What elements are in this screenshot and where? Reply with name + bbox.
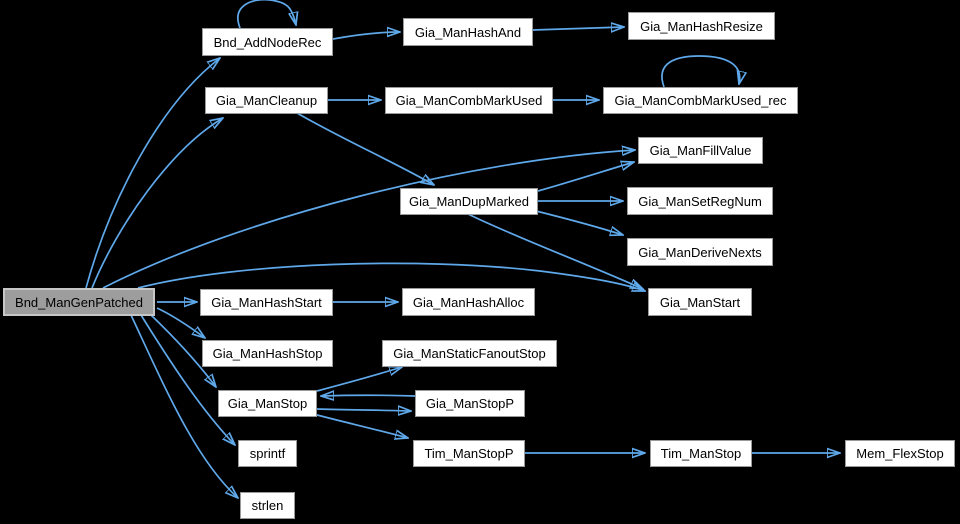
node-tim-manstopp[interactable]: Tim_ManStopP [413,440,525,467]
node-gia-mancombmarkused[interactable]: Gia_ManCombMarkUsed [385,87,553,114]
edge-bnd-mangenpatched-to-gia-manfillvalue [102,150,635,289]
edge-bnd-mangenpatched-to-gia-manstop [150,314,216,387]
node-gia-manderivenexts[interactable]: Gia_ManDeriveNexts [627,238,773,266]
node-strlen[interactable]: strlen [240,492,295,519]
node-gia-manhashstart[interactable]: Gia_ManHashStart [200,289,333,316]
edge-bnd-addnoderec-self-loop [237,0,296,29]
node-gia-manhashand[interactable]: Gia_ManHashAnd [403,18,533,46]
edge-gia-manhashand-to-gia-manhashresize [532,27,624,30]
edge-bnd-mangenpatched-to-gia-mancleanup [91,118,223,289]
edge-gia-mancombmarkused-rec-self-loop [661,55,740,88]
edge-gia-manstop-to-gia-manstopp [316,409,411,411]
node-gia-manstaticfanoutstop[interactable]: Gia_ManStaticFanoutStop [382,340,557,367]
node-gia-manstart[interactable]: Gia_ManStart [648,288,752,316]
edge-bnd-mangenpatched-to-gia-manstart [137,262,645,291]
edge-bnd-addnoderec-to-gia-manhashand [332,32,400,40]
node-bnd-mangenpatched[interactable]: Bnd_ManGenPatched [3,288,155,316]
node-gia-mandupmarked[interactable]: Gia_ManDupMarked [400,188,538,215]
node-gia-manhashstop[interactable]: Gia_ManHashStop [202,340,333,367]
node-gia-mancleanup[interactable]: Gia_ManCleanup [205,87,328,114]
edge-bnd-mangenpatched-to-strlen [130,314,238,498]
edge-bnd-mangenpatched-to-sprintf [140,314,235,445]
edge-gia-mancleanup-to-gia-mandupmarked [296,112,434,185]
node-mem-flexstop[interactable]: Mem_FlexStop [845,440,955,467]
node-gia-mansetregnum[interactable]: Gia_ManSetRegNum [627,187,773,215]
node-sprintf[interactable]: sprintf [238,440,297,467]
edge-bnd-mangenpatched-to-gia-manhashstop [156,307,205,338]
node-gia-manhashresize[interactable]: Gia_ManHashResize [628,12,775,40]
node-tim-manstop[interactable]: Tim_ManStop [650,440,752,467]
node-gia-manstop[interactable]: Gia_ManStop [218,390,317,417]
node-gia-mancombmarkused-rec[interactable]: Gia_ManCombMarkUsed_rec [603,87,798,114]
edge-gia-mandupmarked-to-gia-manstart [467,213,643,289]
node-gia-manstopp[interactable]: Gia_ManStopP [415,390,525,417]
edge-gia-manstopp-to-gia-manstop [321,395,416,396]
edge-gia-manstop-to-tim-manstopp [316,414,408,438]
node-bnd-addnoderec[interactable]: Bnd_AddNodeRec [202,28,333,56]
edge-gia-mandupmarked-to-gia-manfillvalue [537,162,634,192]
node-gia-manfillvalue[interactable]: Gia_ManFillValue [638,137,763,164]
edge-bnd-mangenpatched-to-bnd-addnoderec [85,58,220,289]
edge-gia-manstop-to-gia-manstaticfanoutstop [316,367,402,392]
node-gia-manhashalloc[interactable]: Gia_ManHashAlloc [402,288,535,316]
edge-gia-mandupmarked-to-gia-manderivenexts [535,210,623,235]
